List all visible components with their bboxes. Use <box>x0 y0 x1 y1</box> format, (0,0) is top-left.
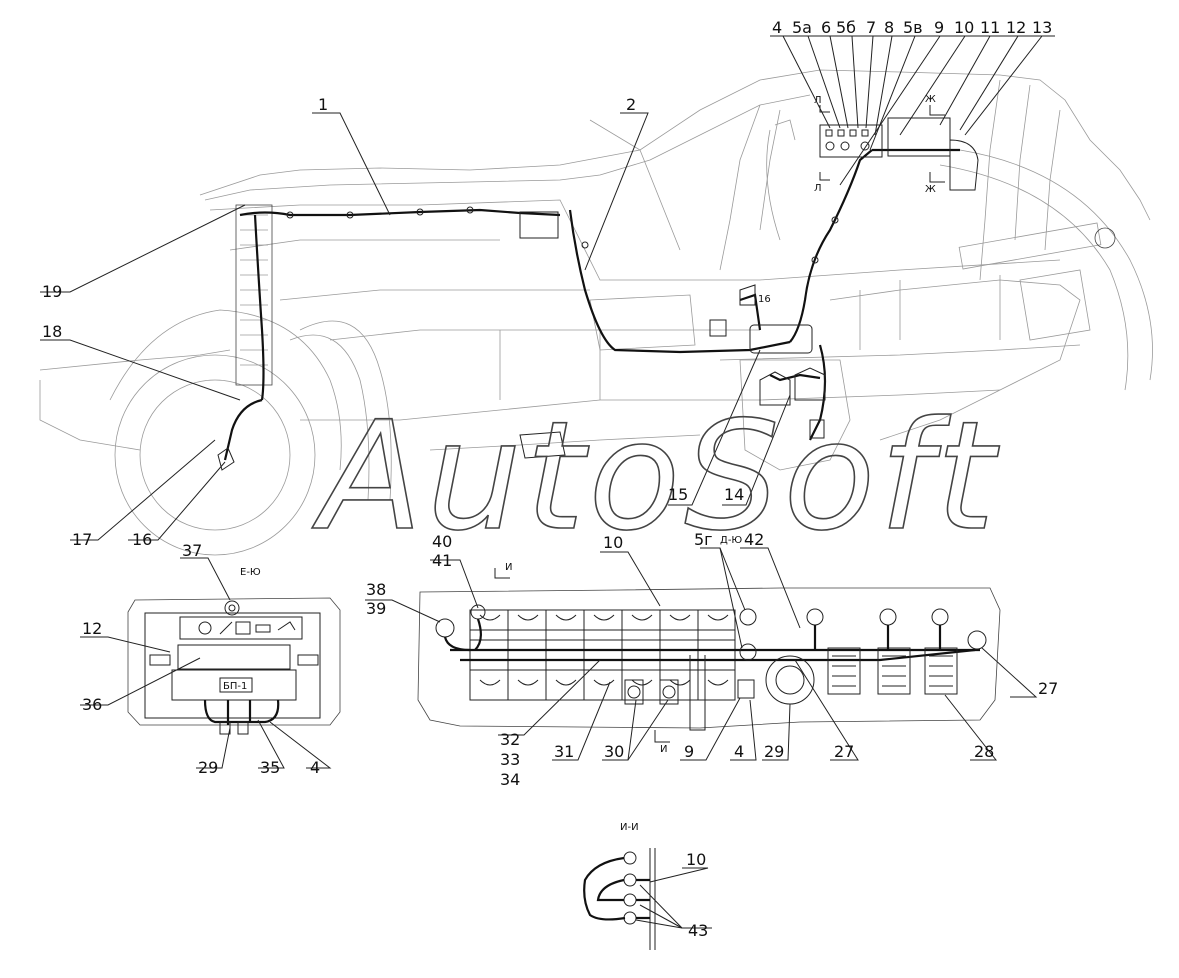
callout-2: 2 <box>626 95 636 114</box>
callout-15: 15 <box>668 485 688 504</box>
view-label-i-i: И-И <box>620 822 639 833</box>
callout-7: 7 <box>866 18 876 37</box>
callout-19: 19 <box>42 282 62 301</box>
callout-37: 37 <box>182 541 202 560</box>
section-mark-i-top: И <box>505 562 512 573</box>
reference-16: 16 <box>758 294 771 305</box>
callout-14: 14 <box>724 485 744 504</box>
callout-4-b: 4 <box>734 742 744 761</box>
callout-11: 11 <box>980 18 1000 37</box>
callout-27-b: 27 <box>834 742 854 761</box>
callout-34: 34 <box>500 770 520 789</box>
callout-6: 6 <box>821 18 831 37</box>
callout-labels: 1 2 4 5а 6 5б 7 8 5в 9 10 11 12 13 19 18… <box>42 18 1058 940</box>
callout-5g: 5г <box>694 530 713 549</box>
callout-29-a: 29 <box>198 758 218 777</box>
callout-40: 40 <box>432 532 452 551</box>
section-mark-l-top: Л <box>814 95 822 106</box>
callout-16: 16 <box>132 530 152 549</box>
callout-32: 32 <box>500 730 520 749</box>
watermark: AutoSoft <box>312 390 1000 564</box>
callout-12: 12 <box>82 619 102 638</box>
detail-e-yu: БП-1 Е-Ю <box>80 557 341 769</box>
callout-29-b: 29 <box>764 742 784 761</box>
callout-9-top: 9 <box>934 18 944 37</box>
callout-35: 35 <box>260 758 280 777</box>
callout-5v: 5в <box>903 18 923 37</box>
callout-33: 33 <box>500 750 520 769</box>
callout-10-bot: 10 <box>686 850 706 869</box>
callout-8: 8 <box>884 18 894 37</box>
callout-13: 13 <box>1032 18 1052 37</box>
callout-31: 31 <box>554 742 574 761</box>
callout-4-top: 4 <box>772 18 782 37</box>
callout-9-mid: 9 <box>684 742 694 761</box>
section-mark-zh-top: Ж <box>925 94 936 105</box>
callout-28: 28 <box>974 742 994 761</box>
block-name: БП-1 <box>223 681 247 692</box>
callout-41: 41 <box>432 551 452 570</box>
callout-5b: 5б <box>836 18 856 37</box>
callout-4-a: 4 <box>310 758 320 777</box>
callout-38: 38 <box>366 580 386 599</box>
callout-39: 39 <box>366 599 386 618</box>
callout-43: 43 <box>688 921 708 940</box>
callout-10-mid: 10 <box>603 533 623 552</box>
callout-12-top: 12 <box>1006 18 1026 37</box>
callout-30: 30 <box>604 742 624 761</box>
callout-5a: 5а <box>792 18 812 37</box>
harness-connectors <box>217 206 839 471</box>
callout-42: 42 <box>744 530 764 549</box>
section-mark-i-bottom: И <box>660 744 667 755</box>
callout-10-top: 10 <box>954 18 974 37</box>
section-mark-l-bottom: Л <box>814 183 822 194</box>
section-mark-zh-bottom: Ж <box>925 184 936 195</box>
callout-36: 36 <box>82 695 102 714</box>
callout-27-a: 27 <box>1038 679 1058 698</box>
callout-1: 1 <box>318 95 328 114</box>
detail-i-i: И-И <box>583 822 712 950</box>
detail-d-yu: И И Д-Ю <box>365 535 1038 761</box>
callout-17: 17 <box>72 530 92 549</box>
tractor-outline <box>39 69 1153 556</box>
leader-lines-top <box>40 35 1055 541</box>
view-label-d-yu: Д-Ю <box>720 535 742 546</box>
view-label-e-yu: Е-Ю <box>240 567 261 578</box>
dashboard-panel-top <box>819 117 979 191</box>
callout-18: 18 <box>42 322 62 341</box>
